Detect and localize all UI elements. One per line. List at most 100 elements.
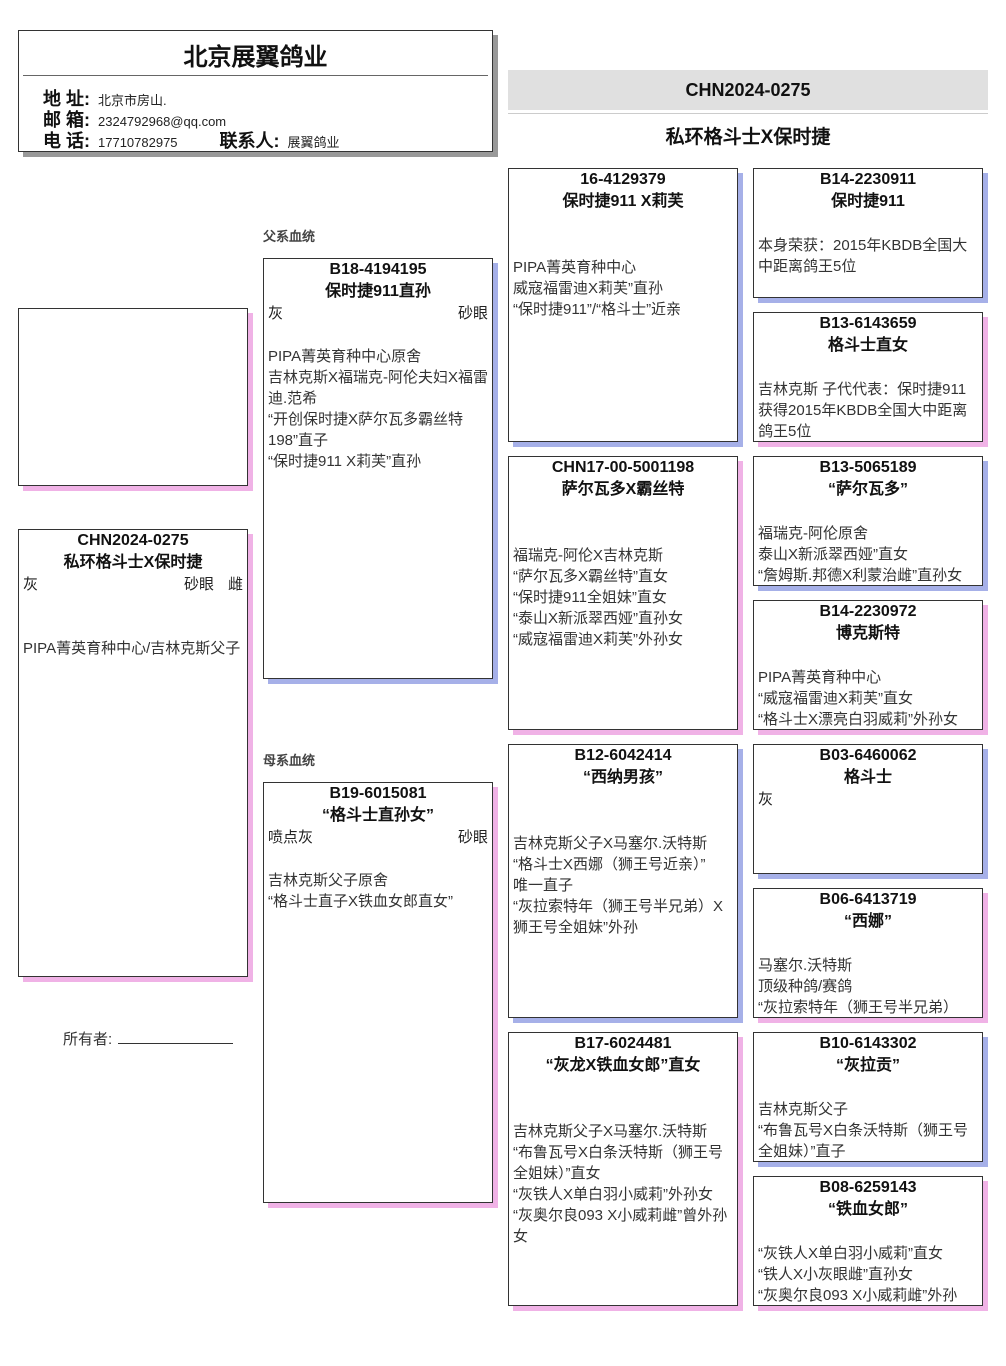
pedigree-card: B08-6259143 “铁血女郎” “灰铁人X单白羽小威莉”直女 “铁人X小灰眼雌”… bbox=[753, 1176, 983, 1306]
note-line: “灰铁人X单白羽小威莉”直女 bbox=[758, 1245, 943, 1262]
ring-number: CHN2024-0275 bbox=[77, 532, 189, 549]
note-line: 吉林克斯 子代代表：保时捷911获得2015年KBDB全国大中距离鸽王5位 bbox=[758, 381, 968, 440]
pedigree-notes: 本身荣获：2015年KBDB全国大中距离鸽王5位 bbox=[754, 235, 982, 277]
color-eye-row: 灰 砂眼 bbox=[264, 303, 492, 324]
pigeon-name: “西纳男孩” bbox=[582, 769, 663, 786]
pigeon-name: 格斗士直女 bbox=[827, 337, 908, 354]
pedigree-notes: 福瑞克-阿伦原舍泰山X新派翠西娅”直女 “詹姆斯.邦德X利蒙治雌”直孙女 bbox=[754, 523, 982, 586]
ring-number: B06-6413719 bbox=[819, 891, 917, 908]
pedigree-notes: PIPA菁英育种中心原舍吉林克斯X福瑞克-阿伦夫妇X福雷迪.范希 “开创保时捷X萨… bbox=[264, 346, 492, 472]
note-line: “詹姆斯.邦德X利蒙治雌”直孙女 bbox=[758, 567, 963, 584]
dam-line-label: 母系血统 bbox=[263, 753, 316, 768]
pigeon-name: “西娜” bbox=[843, 913, 892, 930]
eye-type: 砂眼 bbox=[183, 576, 214, 593]
pigeon-name: 博克斯特 bbox=[835, 625, 900, 642]
pigeon-name: 私环格斗士X保时捷 bbox=[63, 554, 203, 571]
divider bbox=[23, 75, 488, 76]
color-eye-row: 灰 bbox=[754, 789, 982, 810]
pedigree-card: B12-6042414“西纳男孩”吉林克斯父子X马塞尔.沃特斯“格斗士X西娜（狮… bbox=[508, 744, 738, 1018]
ring-number: B13-5065189 bbox=[819, 459, 917, 476]
pedigree-card: B19-6015081“格斗士直孙女”喷点灰砂眼吉林克斯父子原舍“格斗士直子X铁… bbox=[263, 782, 493, 1203]
ring-number: B19-6015081 bbox=[329, 785, 427, 802]
pedigree-notes: “灰铁人X单白羽小威莉”直女 “铁人X小灰眼雌”直孙女 “灰奥尔良093 X小威莉雌… bbox=[754, 1243, 982, 1306]
note-line: 顶级种鸽/赛鸽 bbox=[758, 978, 853, 995]
note-line: “布鲁瓦号X白条沃特斯（狮王号全姐妹）”直子 bbox=[758, 1122, 969, 1160]
ring-number: B14-2230911 bbox=[819, 171, 917, 188]
pedigree-card: B17-6024481“灰龙X铁血女郎”直女吉林克斯父子X马塞尔.沃特斯“布鲁瓦… bbox=[508, 1032, 738, 1306]
phone-label: 电 话: bbox=[43, 131, 90, 151]
pigeon-name: 萨尔瓦多X霸丝特 bbox=[561, 481, 685, 498]
feather-color: 灰 bbox=[268, 305, 284, 322]
note-line: “威寇福雷迪X莉芙”直女 bbox=[758, 690, 913, 707]
feather-color: 灰 bbox=[23, 576, 39, 593]
note-line: “铁人X小灰眼雌”直孙女 bbox=[758, 1266, 913, 1283]
note-line: “格斗士直子X铁血女郎直女” bbox=[268, 893, 453, 910]
feather-color: 喷点灰 bbox=[268, 829, 314, 846]
note-line: “开创保时捷X萨尔瓦多霸丝特198”直子 bbox=[268, 411, 464, 449]
pigeon-name: “铁血女郎” bbox=[827, 1201, 908, 1218]
note-line: PIPA菁英育种中心/吉林克斯父子 bbox=[23, 640, 241, 657]
note-line: “泰山X新派翠西娅”直孙女 bbox=[513, 610, 683, 627]
eye-type: 砂眼 bbox=[457, 829, 488, 846]
note-line: 本身荣获：2015年KBDB全国大中距离鸽王5位 bbox=[758, 237, 968, 275]
photo-box bbox=[18, 308, 248, 486]
pedigree-notes: PIPA菁英育种中心威寇福雷迪X莉芙”直孙“保时捷911”/“格斗士”近亲 bbox=[509, 257, 737, 320]
owner-field: 所有者: bbox=[63, 1028, 234, 1049]
note-line: 吉林克斯父子原舍 bbox=[268, 872, 389, 889]
pigeon-name: 保时捷911直孙 bbox=[325, 283, 431, 300]
owner-label: 所有者: bbox=[63, 1031, 113, 1048]
email-value: 2324792968@qq.com bbox=[98, 114, 227, 129]
note-line: 吉林克斯X福瑞克-阿伦夫妇X福雷迪.范希 bbox=[268, 369, 489, 407]
note-line: 唯一直子 bbox=[513, 877, 574, 894]
breeder-name: 北京展翼鸽业 bbox=[183, 44, 328, 71]
pedigree-notes: 吉林克斯父子原舍 “格斗士直子X铁血女郎直女” bbox=[264, 870, 492, 912]
pigeon-name: 格斗士 bbox=[843, 769, 892, 786]
note-line: “灰拉索特年（狮王号半兄弟） bbox=[758, 999, 958, 1016]
ring-number: B08-6259143 bbox=[819, 1179, 917, 1196]
note-line: “保时捷911”/“格斗士”近亲 bbox=[513, 301, 682, 318]
ring-number: B14-2230972 bbox=[819, 603, 917, 620]
contact-value: 展翼鸽业 bbox=[287, 135, 340, 150]
eye-type: 砂眼 bbox=[457, 305, 488, 322]
contact-label: 联系人: bbox=[219, 131, 280, 151]
note-line: “萨尔瓦多X霸丝特”直女 bbox=[513, 568, 668, 585]
note-line: “保时捷911全姐妹”直女 bbox=[513, 589, 667, 606]
note-line: 吉林克斯父子X马塞尔.沃特斯 bbox=[513, 835, 708, 852]
color-eye-row: 灰砂眼雌 bbox=[19, 574, 247, 595]
ring-number: 16-4129379 bbox=[580, 171, 666, 188]
color-eye-row: 喷点灰 砂眼 bbox=[264, 827, 492, 848]
note-line: “灰奥尔良093 X小威莉雌”曾外孙女 bbox=[513, 1207, 728, 1245]
ring-number: B10-6143302 bbox=[819, 1035, 917, 1052]
pedigree-notes: PIPA菁英育种中心“威寇福雷迪X莉芙”直女“格斗士X漂亮白羽威莉”外孙女 bbox=[754, 667, 982, 730]
pedigree-notes: 吉林克斯 子代代表：保时捷911获得2015年KBDB全国大中距离鸽王5位 bbox=[754, 379, 982, 442]
note-line: 福瑞克-阿伦原舍 bbox=[758, 525, 868, 542]
note-line: 泰山X新派翠西娅”直女 bbox=[758, 546, 909, 563]
pigeon-name: “灰龙X铁血女郎”直女 bbox=[545, 1057, 701, 1074]
note-line: “保时捷911 X莉芙”直孙 bbox=[268, 453, 422, 470]
note-line: “格斗士X漂亮白羽威莉”外孙女 bbox=[758, 711, 958, 728]
address-row: 地 址:北京市房山. bbox=[43, 85, 167, 111]
note-line: PIPA菁英育种中心原舍 bbox=[268, 348, 422, 365]
note-line: “灰奥尔良093 X小威莉雌”外孙 bbox=[758, 1287, 958, 1304]
note-line: 福瑞克-阿伦X吉林克斯 bbox=[513, 547, 664, 564]
pigeon-name: 保时捷911 X莉芙 bbox=[562, 193, 684, 210]
ring-number-band: CHN2024-0275 bbox=[508, 70, 988, 110]
ring-number: B17-6024481 bbox=[574, 1035, 672, 1052]
pedigree-notes: 马塞尔.沃特斯顶级种鸽/赛鸽“灰拉索特年（狮王号半兄弟） bbox=[754, 955, 982, 1018]
phone-value: 17710782975 bbox=[98, 135, 178, 150]
pedigree-card: B06-6413719“西娜”马塞尔.沃特斯顶级种鸽/赛鸽“灰拉索特年（狮王号半… bbox=[753, 888, 983, 1018]
ring-number: B18-4194195 bbox=[329, 261, 427, 278]
pigeon-title: 私环格斗士X保时捷 bbox=[665, 127, 831, 148]
note-line: PIPA菁英育种中心 bbox=[513, 259, 637, 276]
pedigree-notes: 吉林克斯父子X马塞尔.沃特斯“格斗士X西娜（狮王号近亲）”唯一直子“灰拉索特年（… bbox=[509, 833, 737, 938]
feather-color: 灰 bbox=[758, 791, 774, 808]
pigeon-name: “灰拉贡” bbox=[835, 1057, 900, 1074]
ring-number: CHN17-00-5001198 bbox=[551, 459, 695, 476]
owner-signature-line bbox=[118, 1029, 234, 1044]
pedigree-notes: PIPA菁英育种中心/吉林克斯父子 bbox=[19, 638, 247, 659]
pigeon-name: “萨尔瓦多” bbox=[827, 481, 908, 498]
note-line: “布鲁瓦号X白条沃特斯（狮王号全姐妹）”直女 bbox=[513, 1144, 724, 1182]
